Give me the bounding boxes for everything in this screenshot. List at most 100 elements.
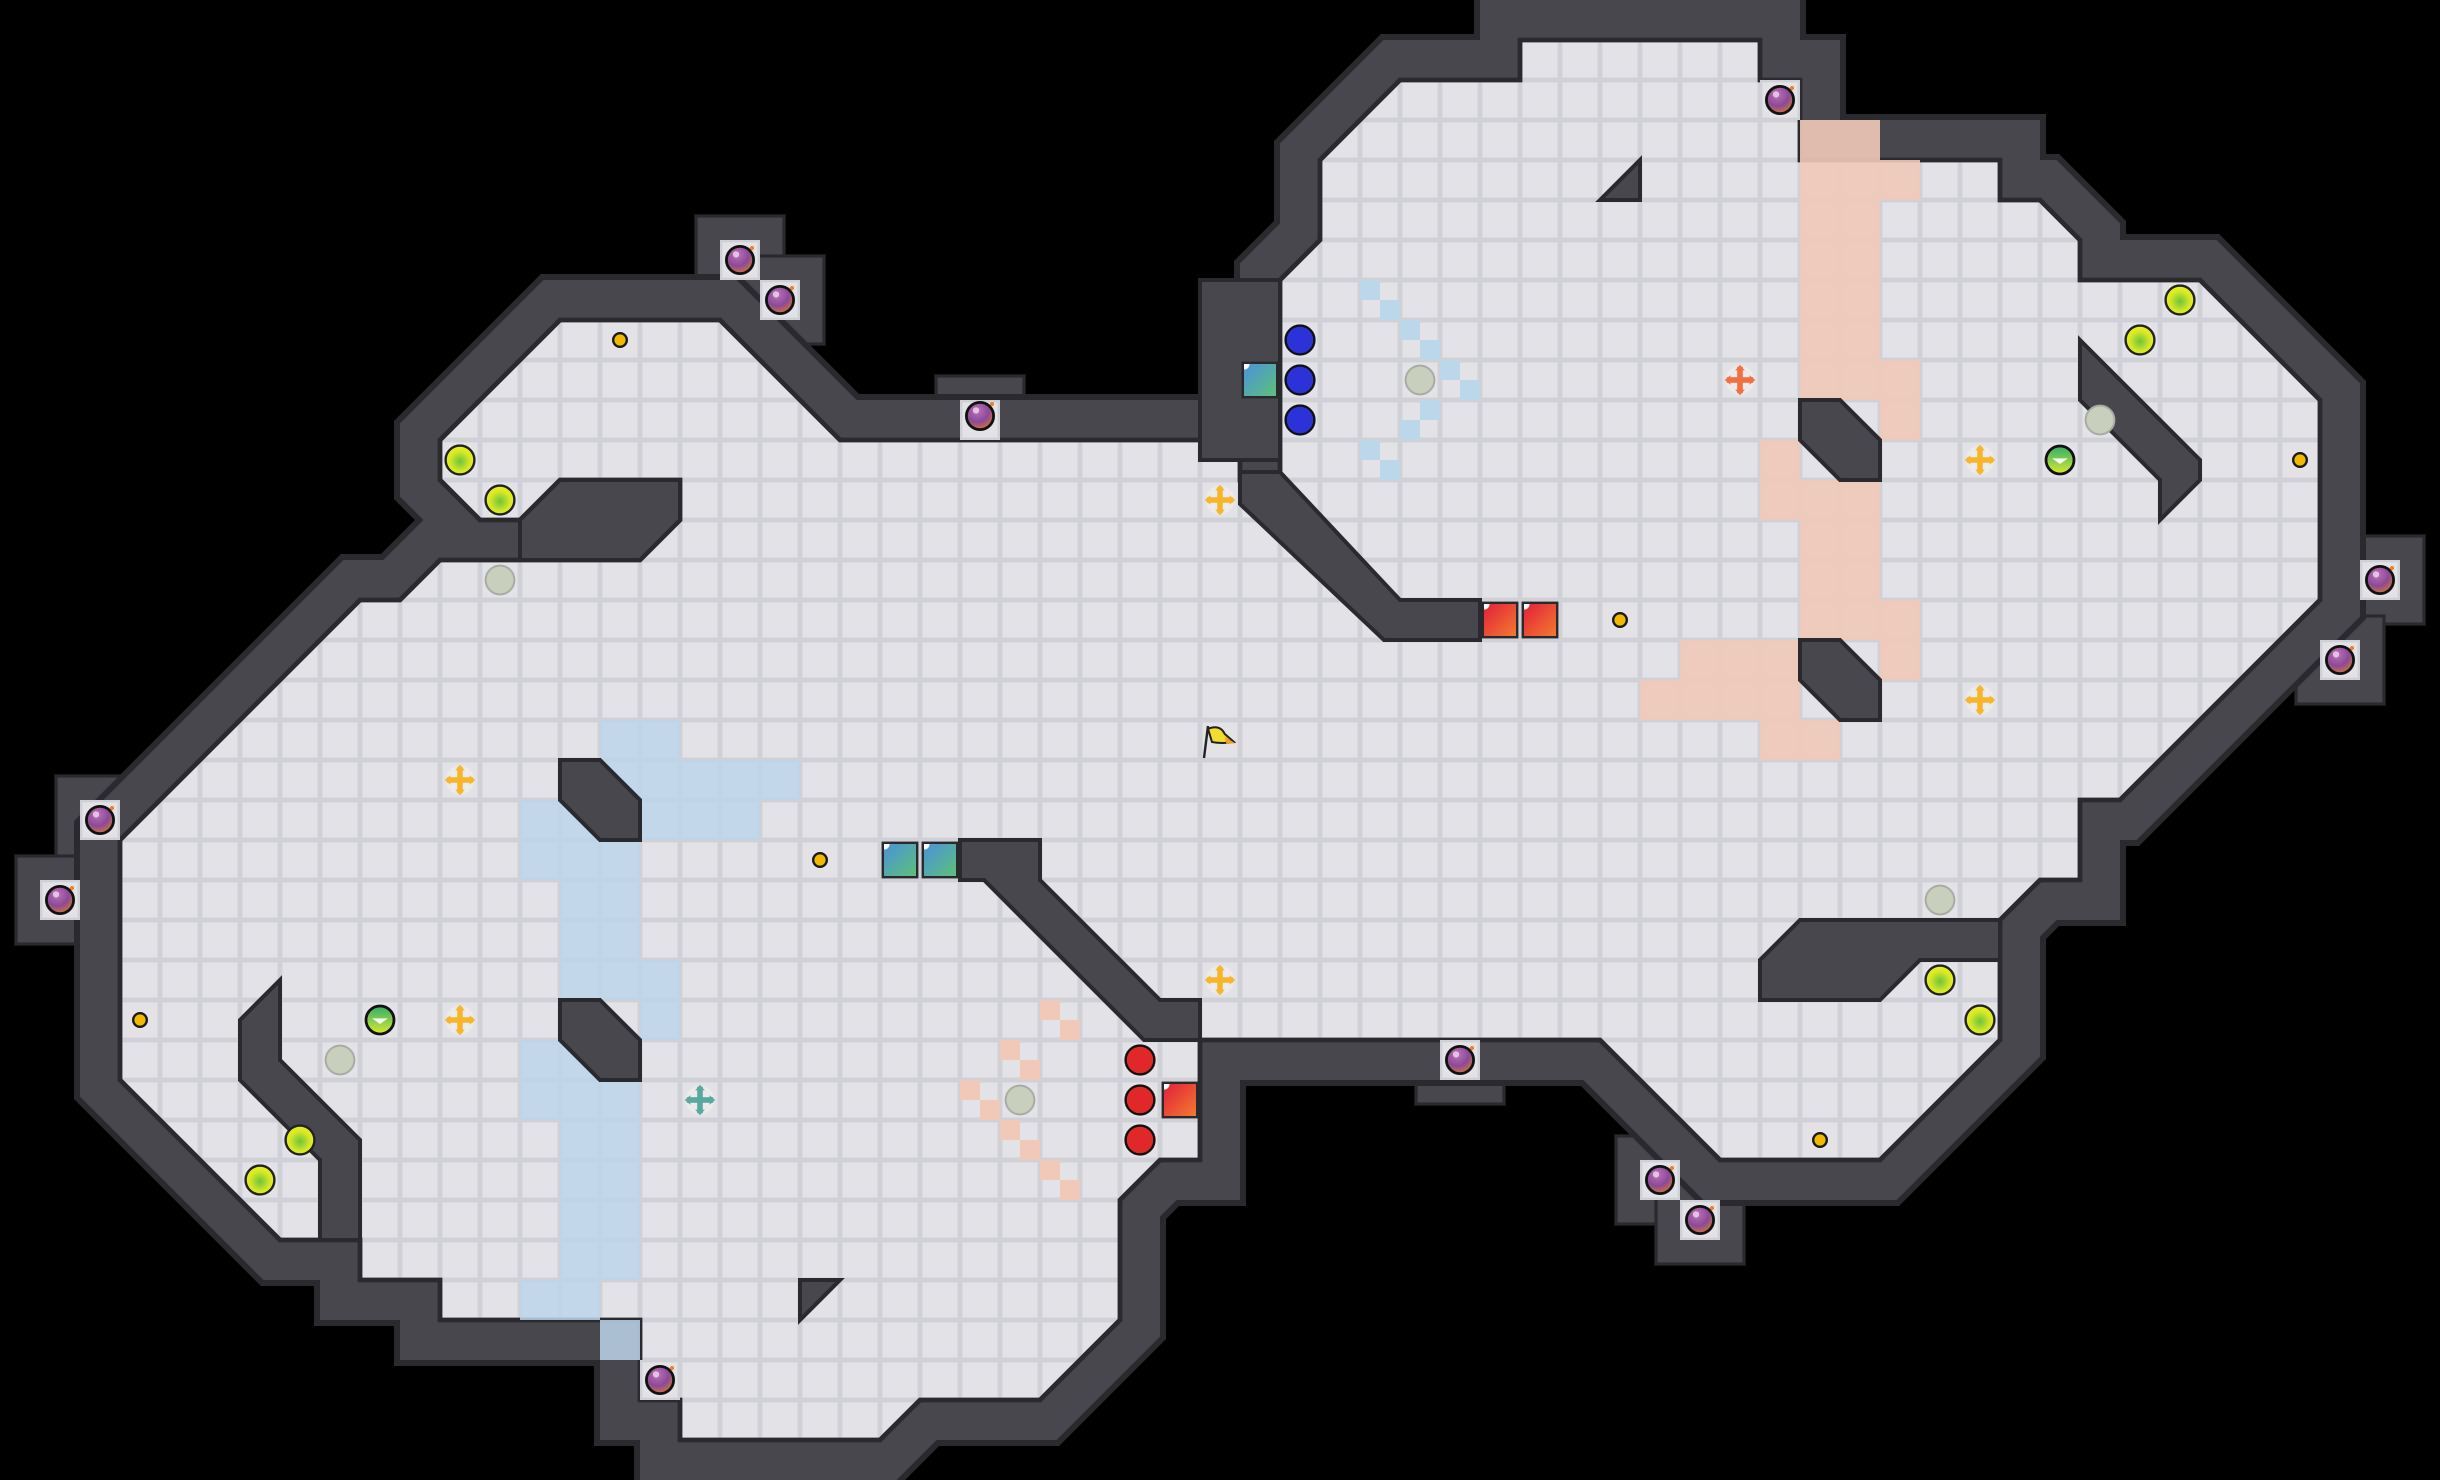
- boost-arrow: [469, 775, 476, 785]
- bomb-icon[interactable]: [964, 400, 995, 431]
- blue-gate[interactable]: [1241, 361, 1279, 399]
- pill[interactable]: [611, 331, 628, 348]
- red-gate[interactable]: [1481, 601, 1519, 639]
- yellow-flag-icon[interactable]: [1202, 725, 1237, 759]
- pill[interactable]: [1812, 1131, 1829, 1148]
- red-ball[interactable]: [1124, 1044, 1156, 1076]
- boost-icon[interactable]: [1964, 444, 1996, 476]
- blue-ball[interactable]: [1284, 364, 1316, 396]
- pill[interactable]: [811, 851, 828, 868]
- blue-zone-tile: [600, 1320, 640, 1360]
- boost-arrow: [444, 1015, 451, 1025]
- blue-gate[interactable]: [881, 841, 919, 879]
- yellow-ball[interactable]: [2124, 324, 2156, 356]
- flag-pole: [1202, 725, 1210, 759]
- bomb-fuse: [670, 1366, 674, 1370]
- inactive-spawn: [1004, 1084, 1036, 1116]
- red-checker-tile: [1060, 1020, 1080, 1040]
- boost-arrow: [1215, 964, 1225, 971]
- boost-icon[interactable]: [1204, 964, 1236, 996]
- boost-arrow: [695, 1084, 705, 1091]
- yellow-ball[interactable]: [1924, 964, 1956, 996]
- blue-checker-tile: [1420, 400, 1440, 420]
- bomb-icon[interactable]: [85, 804, 116, 835]
- bomb-shine: [732, 251, 740, 258]
- bomb-shine: [972, 407, 980, 414]
- bomb-shine: [2332, 651, 2340, 658]
- gate-corner: [1244, 364, 1250, 370]
- bomb-icon[interactable]: [724, 244, 755, 275]
- boost-arrow: [1989, 455, 1996, 465]
- blue-ball[interactable]: [1284, 324, 1316, 356]
- teal-boost-icon[interactable]: [684, 1084, 716, 1116]
- boost-icon[interactable]: [1964, 684, 1996, 716]
- boost-icon[interactable]: [444, 1004, 476, 1036]
- bomb-body: [44, 884, 75, 915]
- powerup-mark: [372, 1018, 388, 1024]
- red-zone-tile: [1640, 680, 1800, 720]
- bomb-icon[interactable]: [44, 884, 75, 915]
- boost-arrow: [1229, 975, 1236, 985]
- bomb-icon[interactable]: [1444, 1044, 1475, 1075]
- yellow-ball[interactable]: [1964, 1004, 1996, 1036]
- boost-bar-v: [1737, 366, 1743, 394]
- red-ball[interactable]: [1124, 1124, 1156, 1156]
- green-powerup[interactable]: [2044, 444, 2076, 476]
- red-checker-tile: [980, 1100, 1000, 1120]
- bomb-fuse: [110, 806, 114, 811]
- boost-icon[interactable]: [1204, 484, 1236, 516]
- boost-arrow: [1964, 455, 1971, 465]
- yellow-ball[interactable]: [284, 1124, 316, 1156]
- boost-icon[interactable]: [444, 764, 476, 796]
- blue-gate[interactable]: [921, 841, 959, 879]
- blue-zone-tile: [560, 880, 640, 1000]
- gate-corner: [1484, 604, 1490, 610]
- boost-arrow: [1215, 509, 1225, 516]
- pill[interactable]: [1612, 611, 1629, 628]
- bomb-shine: [2372, 571, 2380, 578]
- blue-ball[interactable]: [1284, 404, 1316, 436]
- bomb-shine: [1772, 91, 1780, 98]
- bomb-shine: [1652, 1171, 1660, 1178]
- yellow-ball[interactable]: [484, 484, 516, 516]
- boost-arrow: [1215, 989, 1225, 996]
- yellow-ball[interactable]: [444, 444, 476, 476]
- blue-zone-tile: [640, 800, 760, 840]
- bomb-shine: [52, 891, 60, 898]
- bomb-icon[interactable]: [1764, 85, 1795, 116]
- walls: [238, 155, 2202, 1325]
- bomb-icon[interactable]: [1684, 1204, 1715, 1235]
- boost-arrow: [1735, 364, 1745, 371]
- powerup-mark: [2052, 458, 2068, 464]
- pill[interactable]: [131, 1011, 148, 1028]
- boost-arrow: [1724, 375, 1731, 385]
- red-gate[interactable]: [1521, 601, 1559, 639]
- yellow-ball[interactable]: [2164, 284, 2196, 316]
- boost-bar-v: [697, 1086, 703, 1114]
- bomb-icon[interactable]: [764, 284, 795, 315]
- bomb-shine: [652, 1371, 660, 1378]
- red-zone-tile: [1880, 360, 1920, 440]
- yellow-ball[interactable]: [244, 1164, 276, 1196]
- inactive-spawn: [1924, 884, 1956, 916]
- red-ball[interactable]: [1124, 1084, 1156, 1116]
- bomb-icon[interactable]: [644, 1364, 675, 1395]
- wall-block: [238, 975, 362, 1242]
- boost-arrow: [1975, 444, 1985, 451]
- bomb-fuse: [2390, 566, 2394, 570]
- red-gate[interactable]: [1161, 1081, 1199, 1119]
- blue-zone-tile: [560, 1120, 640, 1280]
- gate-fill: [1244, 364, 1276, 397]
- bomb-icon[interactable]: [1644, 1164, 1675, 1195]
- pill[interactable]: [2292, 451, 2309, 468]
- bomb-fuse: [1470, 1046, 1474, 1051]
- red-boost-icon[interactable]: [1724, 364, 1756, 396]
- bomb-body: [85, 804, 116, 835]
- bomb-icon[interactable]: [2364, 564, 2395, 595]
- green-powerup[interactable]: [364, 1004, 396, 1036]
- blue-checker-tile: [1400, 420, 1420, 440]
- bomb-icon[interactable]: [2324, 644, 2355, 675]
- bomb-shine: [772, 291, 780, 298]
- wall-block: [958, 838, 1202, 1042]
